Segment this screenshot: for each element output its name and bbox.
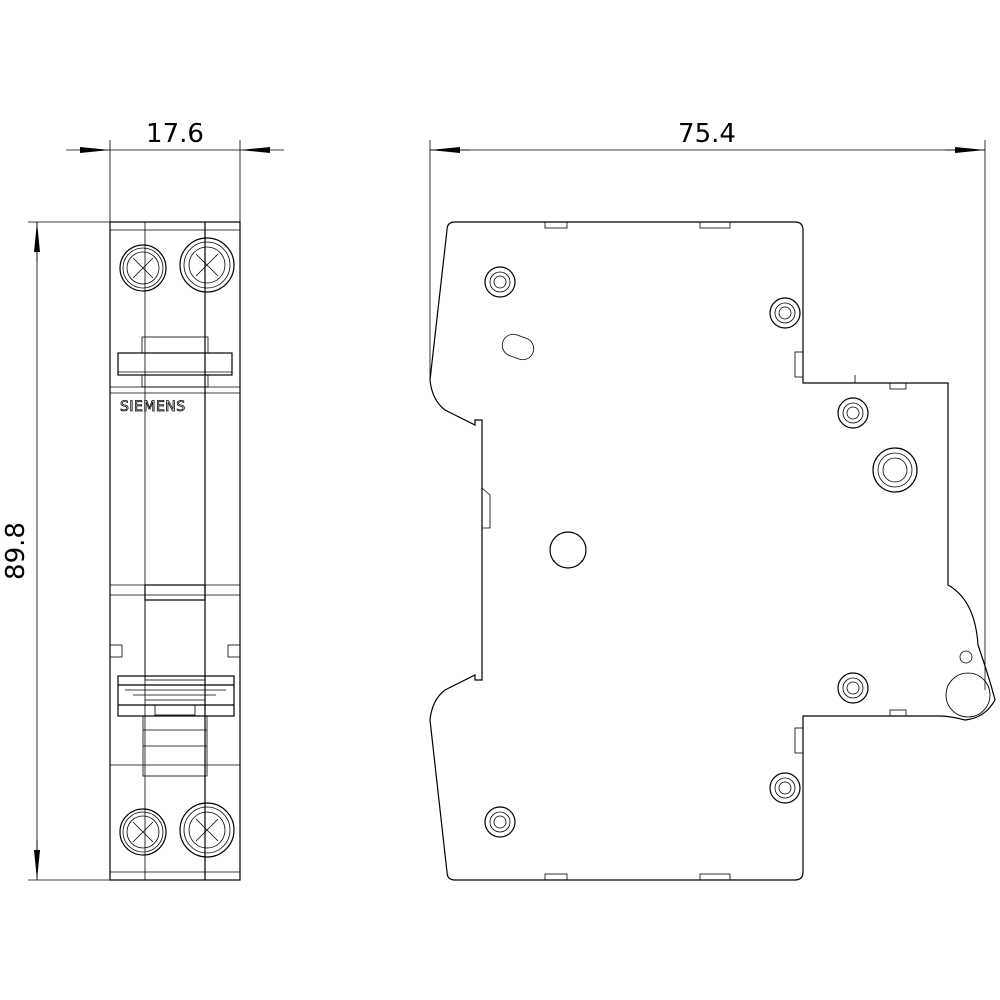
slot-icon (501, 333, 535, 361)
dimension-width: 17.6 (66, 119, 284, 222)
mounting-hole-icon (769, 297, 801, 329)
brand-logo: SIEMENS (120, 399, 186, 415)
terminal-screw-icon (179, 237, 235, 293)
mounting-hole-icon (484, 266, 516, 298)
rivet-hole-icon (549, 531, 587, 569)
mounting-hole-icon (837, 397, 869, 429)
side-view (429, 221, 996, 881)
terminal-screw-icon (119, 808, 167, 856)
mounting-hole-icon (837, 672, 869, 704)
dimension-height: 89.8 (1, 221, 110, 881)
mounting-hole-icon (484, 806, 516, 838)
dimension-height-label: 89.8 (1, 522, 31, 580)
dimension-depth: 75.4 (429, 119, 986, 690)
dimension-depth-label: 75.4 (678, 119, 736, 149)
mounting-hole-icon (769, 772, 801, 804)
dimension-width-label: 17.6 (146, 119, 204, 149)
terminal-screw-icon (119, 244, 167, 292)
mounting-hole-icon (872, 447, 918, 493)
front-view: SIEMENS (109, 221, 241, 881)
terminal-screw-icon (179, 802, 235, 858)
